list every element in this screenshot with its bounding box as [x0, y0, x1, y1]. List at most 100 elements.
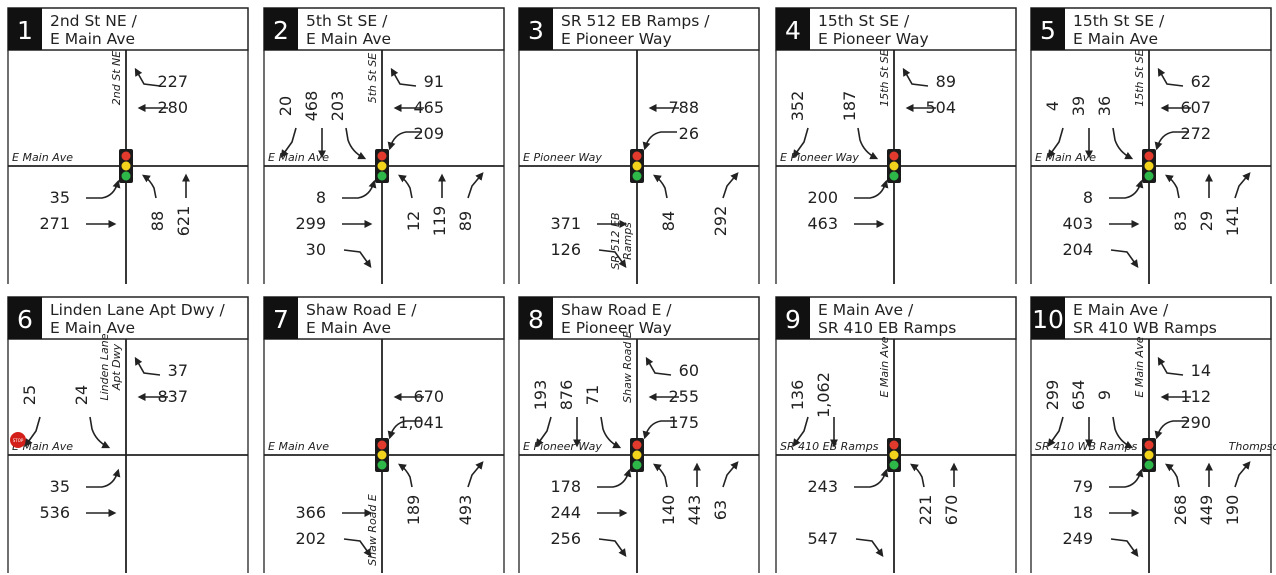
- traffic-signal-icon: [1142, 438, 1156, 472]
- volume-nb-t: 449: [1197, 495, 1216, 526]
- panel-number: 5: [1040, 16, 1056, 45]
- volume-sb-t: 1,062: [814, 372, 833, 418]
- movement-arrow-eb-l: [1109, 468, 1144, 488]
- traffic-signal-icon: [375, 149, 389, 183]
- panel-number-box: [8, 8, 42, 50]
- movement-arrow-wb-r: [390, 67, 417, 87]
- movement-arrow-sb-r: [24, 416, 41, 447]
- movement-arrow-eb-r: [1110, 538, 1139, 557]
- panel-number: 1: [17, 16, 33, 45]
- volume-nb-r: 89: [456, 211, 475, 231]
- panel-title-box: [263, 7, 505, 51]
- volume-wb-t: 504: [925, 98, 956, 117]
- panel-number: 6: [17, 305, 33, 334]
- panel-title-line2: E Pioneer Way: [561, 30, 672, 48]
- volume-wb-r: 60: [679, 361, 699, 380]
- volume-wb-l: 290: [1180, 413, 1211, 432]
- ew-street-label: E Main Ave: [268, 440, 329, 453]
- traffic-signal-icon: [1142, 149, 1156, 183]
- movement-arrow-nb-l: [910, 463, 925, 488]
- panel-title-line2: SR 410 EB Ramps: [818, 319, 956, 337]
- volume-nb-l: 221: [916, 495, 935, 526]
- traffic-signal-icon: [119, 149, 133, 183]
- movement-arrow-eb-r: [1110, 249, 1139, 268]
- movement-arrow-sb-r: [792, 416, 809, 447]
- volume-eb-l: 178: [550, 477, 581, 496]
- volume-eb-r: 547: [807, 529, 838, 548]
- movement-arrow-nb-l: [398, 463, 413, 488]
- volume-nb-l: 189: [404, 495, 423, 526]
- panel-number: 8: [528, 305, 544, 334]
- movement-arrow-eb-r: [598, 249, 627, 268]
- movement-arrow-nb-l: [1165, 174, 1180, 199]
- movement-arrow-nb-l: [1165, 463, 1180, 488]
- movement-arrow-eb-l: [86, 179, 121, 199]
- panel-number: 10: [1032, 305, 1064, 334]
- panel-number-box: [8, 297, 42, 339]
- movement-arrow-wb-l: [1154, 420, 1189, 440]
- ns-street-label: E Main Ave: [1133, 336, 1146, 397]
- movement-arrow-wb-r: [1157, 356, 1184, 376]
- movement-arrow-nb-r: [722, 172, 739, 199]
- panel-title-line2: E Main Ave: [1073, 30, 1158, 48]
- panel-title-line1: Shaw Road E /: [561, 301, 672, 319]
- volume-sb-t: 654: [1069, 380, 1088, 411]
- ew-street-label: E Main Ave: [1035, 151, 1096, 164]
- volume-sb-l: 203: [328, 91, 347, 122]
- volume-wb-t: 280: [157, 98, 188, 117]
- movement-arrow-sb-r: [535, 416, 552, 447]
- movement-arrow-wb-l: [642, 131, 677, 151]
- ns-street-label: 15th St SE: [878, 49, 891, 107]
- ns-street-label: 5th St SE: [366, 53, 379, 104]
- volume-wb-t: 255: [668, 387, 699, 406]
- movement-arrow-eb-l: [854, 179, 889, 199]
- movement-arrow-nb-l: [142, 174, 157, 199]
- volume-nb-l: 88: [148, 211, 167, 231]
- movement-arrow-eb-r: [598, 538, 627, 557]
- movement-arrow-eb-l: [1109, 179, 1144, 199]
- volume-sb-l: 9: [1095, 390, 1114, 400]
- panel-title-line2: E Main Ave: [306, 319, 391, 337]
- movement-arrow-sb-l: [345, 127, 367, 160]
- volume-eb-t: 536: [39, 503, 70, 522]
- volume-wb-t: 112: [1180, 387, 1211, 406]
- panel-number: 2: [273, 16, 289, 45]
- panel-title-line1: SR 512 EB Ramps /: [561, 12, 710, 30]
- volume-eb-t: 18: [1073, 503, 1093, 522]
- panel-title-line1: Shaw Road E /: [306, 301, 417, 319]
- volume-wb-t: 607: [1180, 98, 1211, 117]
- volume-nb-t: 29: [1197, 211, 1216, 231]
- movement-arrow-eb-l: [342, 179, 377, 199]
- volume-nb-r: 493: [456, 495, 475, 526]
- movement-arrow-nb-l: [398, 174, 413, 199]
- panel-title-box: [1030, 296, 1272, 340]
- ns-street-label: E Main Ave: [878, 336, 891, 397]
- ew-street-label: E Main Ave: [12, 151, 73, 164]
- movement-arrow-sb-r: [1047, 127, 1064, 158]
- volume-sb-r: 25: [20, 385, 39, 405]
- movement-arrow-wb-r: [1157, 67, 1184, 87]
- panel-number: 4: [785, 16, 801, 45]
- volume-nb-r: 190: [1223, 495, 1242, 526]
- movement-arrow-nb-r: [722, 461, 739, 488]
- volume-sb-r: 20: [276, 96, 295, 116]
- panel-title-line1: 2nd St NE /: [50, 12, 138, 30]
- ew-street-label: E Pioneer Way: [780, 151, 859, 164]
- volume-eb-l: 79: [1073, 477, 1093, 496]
- volume-nb-t: 621: [174, 206, 193, 237]
- volume-eb-r: 126: [550, 240, 581, 259]
- volume-eb-l: 8: [1083, 188, 1093, 207]
- movement-arrow-wb-l: [387, 131, 422, 151]
- volume-wb-l: 1,041: [398, 413, 444, 432]
- volume-eb-t: 463: [807, 214, 838, 233]
- volume-nb-t: 670: [942, 495, 961, 526]
- volume-eb-t: 271: [39, 214, 70, 233]
- panel-number-box: [264, 8, 298, 50]
- panel-number-box: [1031, 8, 1065, 50]
- volume-sb-l: 71: [583, 385, 602, 405]
- movement-arrow-sb-l: [857, 127, 879, 160]
- volume-eb-l: 8: [316, 188, 326, 207]
